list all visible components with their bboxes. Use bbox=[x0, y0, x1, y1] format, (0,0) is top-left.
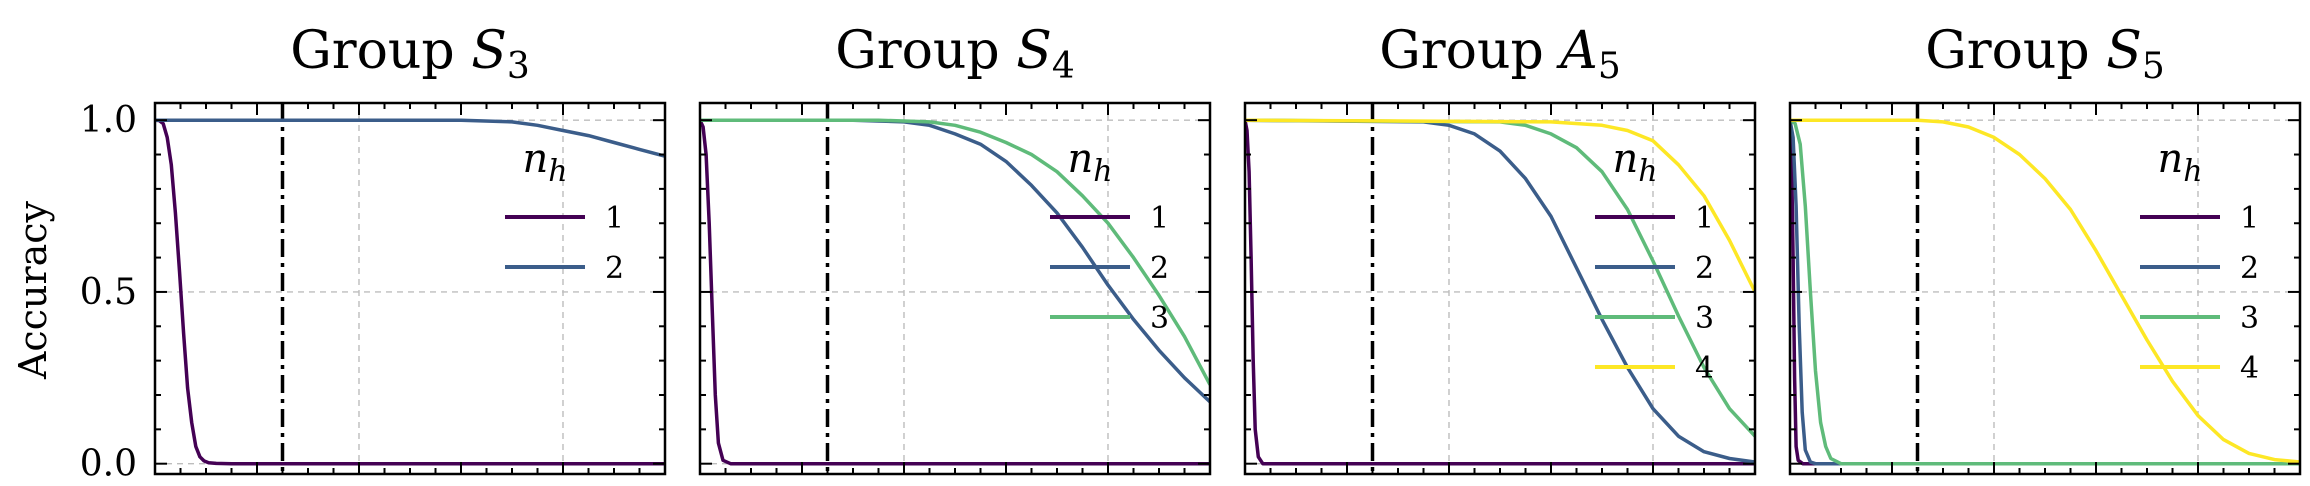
chart-panel-4: Group S5 nh 1 2 3 4 bbox=[1788, 21, 2302, 476]
series-line-1 bbox=[700, 119, 1210, 466]
series-line-4 bbox=[1245, 118, 1755, 293]
series-line-2 bbox=[1790, 119, 2300, 466]
axes-frame bbox=[1243, 101, 1757, 476]
series-line-3 bbox=[1790, 118, 2300, 466]
legend-label-3: 3 bbox=[2240, 301, 2259, 336]
series-line-1 bbox=[1790, 120, 2300, 466]
legend-label-1: 1 bbox=[605, 201, 624, 236]
legend-title: nh bbox=[1067, 136, 1112, 189]
chart-title: Group S5 bbox=[1925, 21, 2165, 87]
legend-label-3: 3 bbox=[1150, 301, 1169, 336]
chart-panel-3: Group A5 nh 1 2 3 4 bbox=[1243, 21, 1757, 476]
legend-label-1: 1 bbox=[2240, 201, 2259, 236]
chart-panel-1: 0.0 0.5 1.0 Group S3 nh 1 2 bbox=[80, 21, 667, 485]
legend-label-1: 1 bbox=[1695, 201, 1714, 236]
axes-frame bbox=[698, 101, 1212, 476]
series-line-3 bbox=[1245, 118, 1755, 438]
legend-label-2: 2 bbox=[1695, 251, 1714, 286]
legend-label-2: 2 bbox=[1150, 251, 1169, 286]
legend-label-3: 3 bbox=[1695, 301, 1714, 336]
y-tick-label: 1.0 bbox=[80, 100, 137, 141]
legend-label-2: 2 bbox=[2240, 251, 2259, 286]
series-line-3 bbox=[700, 118, 1210, 386]
chart-title: Group S3 bbox=[290, 21, 530, 87]
y-tick-label: 0.0 bbox=[80, 444, 137, 485]
series-line-1 bbox=[1245, 119, 1755, 466]
axes-frame bbox=[153, 101, 667, 476]
legend-title: nh bbox=[1612, 136, 1657, 189]
axes-frame bbox=[1788, 101, 2302, 476]
legend-label-4: 4 bbox=[2240, 351, 2259, 386]
legend-label-2: 2 bbox=[605, 251, 624, 286]
series-line-2 bbox=[700, 118, 1210, 404]
series-line-2 bbox=[155, 118, 665, 158]
series-line-1 bbox=[155, 118, 665, 466]
chart-panel-2: Group S4 nh 1 2 3 bbox=[698, 21, 1212, 476]
legend-label-1: 1 bbox=[1150, 201, 1169, 236]
y-axis-label: Accuracy bbox=[11, 200, 55, 380]
legend-title: nh bbox=[522, 136, 567, 189]
chart-title: Group A5 bbox=[1379, 21, 1620, 87]
series-line-2 bbox=[1245, 118, 1755, 464]
legend-title: nh bbox=[2157, 136, 2202, 189]
legend-label-4: 4 bbox=[1695, 351, 1714, 386]
y-tick-label: 0.5 bbox=[80, 272, 137, 313]
series-line-4 bbox=[1790, 118, 2300, 464]
chart-title: Group S4 bbox=[835, 21, 1075, 87]
